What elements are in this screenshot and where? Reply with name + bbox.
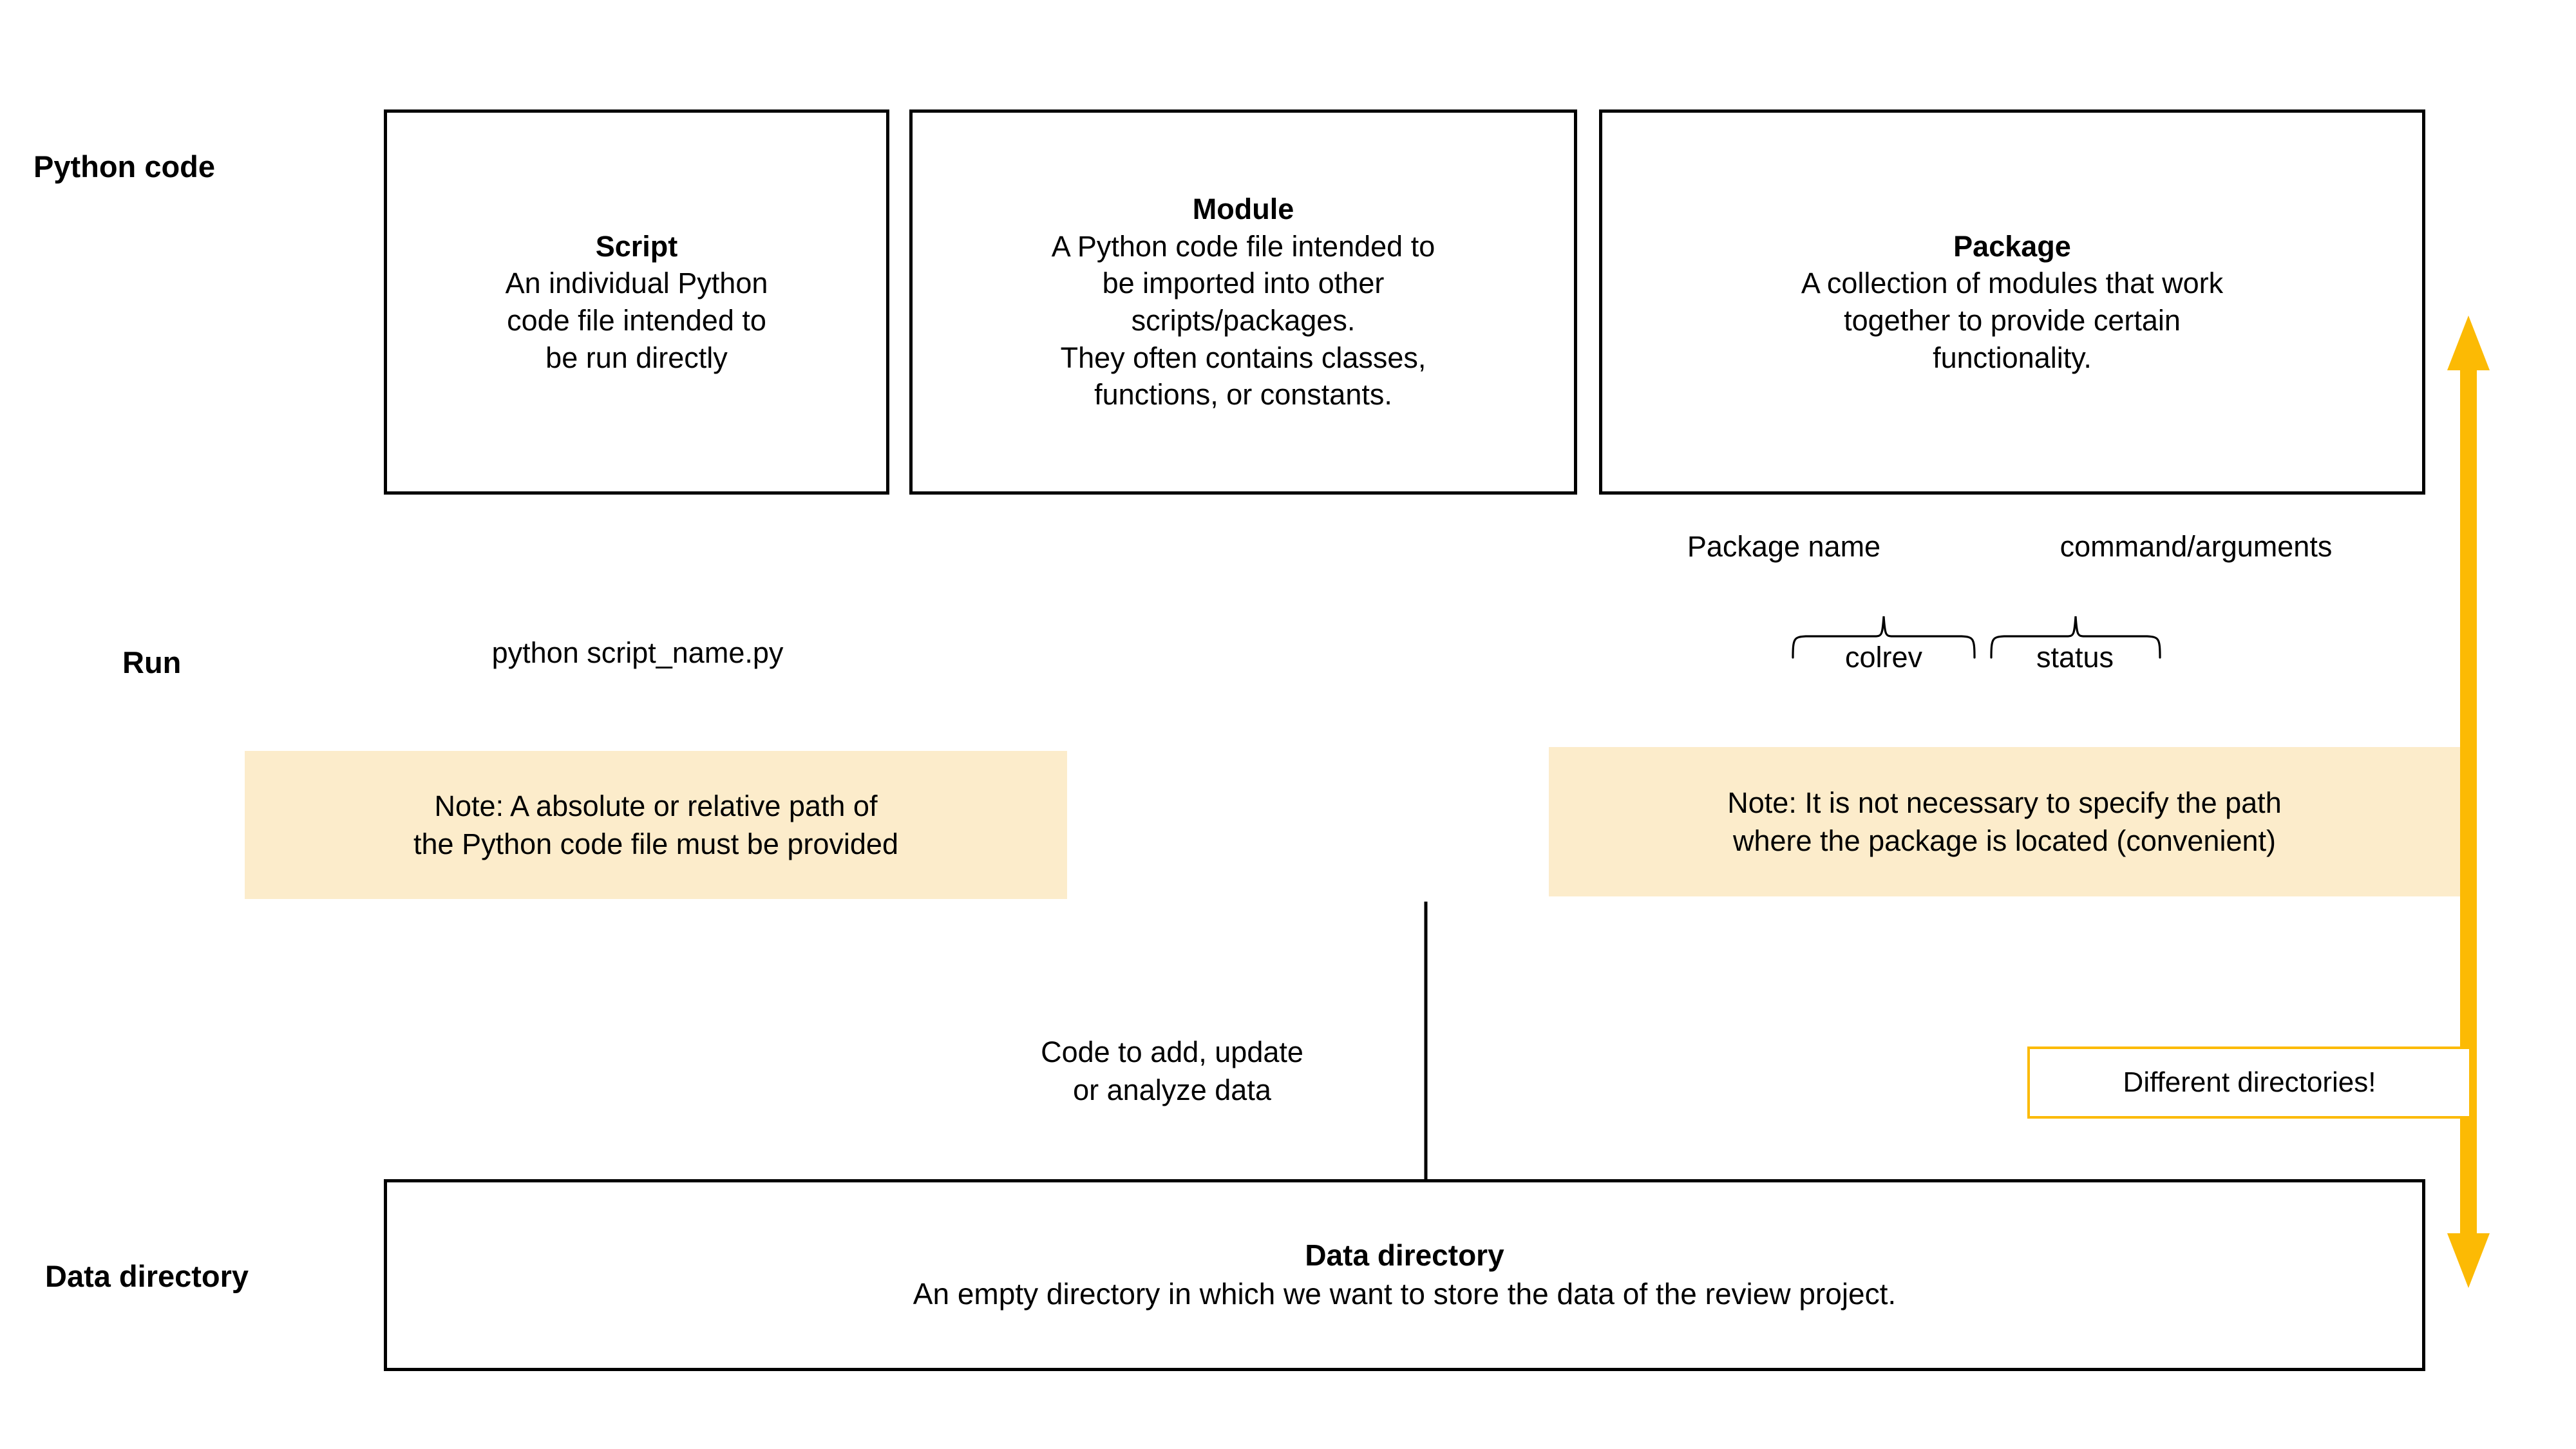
concept-box-module-title: Module: [1192, 193, 1294, 226]
row-label-run: Run: [122, 645, 182, 679]
label-package-name: Package name: [1687, 530, 1881, 563]
row-label-python-code: Python code: [33, 149, 216, 184]
note-box-script-path: Note: A absolute or relative path of the…: [245, 751, 1067, 899]
down-arrow-icon: [1413, 902, 1439, 1224]
callout-different-directories-label: Different directories!: [2123, 1066, 2376, 1098]
row-label-data-directory: Data directory: [45, 1259, 249, 1293]
label-command-arguments: command/arguments: [2060, 530, 2333, 563]
callout-different-directories: Different directories!: [2027, 1046, 2472, 1119]
data-directory-box: Data directory An empty directory in whi…: [384, 1179, 2425, 1371]
flow-arrow-label: Code to add, update or analyze data: [1041, 1036, 1303, 1106]
concept-box-package: Package A collection of modules that wor…: [1599, 109, 2425, 495]
data-directory-box-description: An empty directory in which we want to s…: [913, 1277, 1897, 1311]
concept-box-package-title: Package: [1953, 229, 2071, 263]
run-token-package: colrev: [1844, 641, 1923, 674]
concept-box-module: Module A Python code file intended to be…: [909, 109, 1577, 495]
vertical-double-arrow-icon: [2441, 316, 2496, 1288]
note-box-package-path: Note: It is not necessary to specify the…: [1549, 747, 2460, 896]
data-directory-box-title: Data directory: [1305, 1238, 1504, 1273]
concept-box-script: Script An individual Python code file in…: [384, 109, 889, 495]
curly-brace-up-icon-command: [1989, 615, 2163, 660]
run-command-script: python script_name.py: [491, 636, 784, 669]
concept-box-module-description: A Python code file intended to be import…: [1051, 229, 1435, 412]
concept-box-script-title: Script: [595, 229, 678, 263]
curly-brace-up-icon-package: [1790, 615, 1977, 660]
concept-box-script-description: An individual Python code file intended …: [505, 267, 768, 374]
run-token-command: status: [2036, 641, 2114, 674]
concept-box-package-description: A collection of modules that work togeth…: [1801, 267, 2224, 374]
